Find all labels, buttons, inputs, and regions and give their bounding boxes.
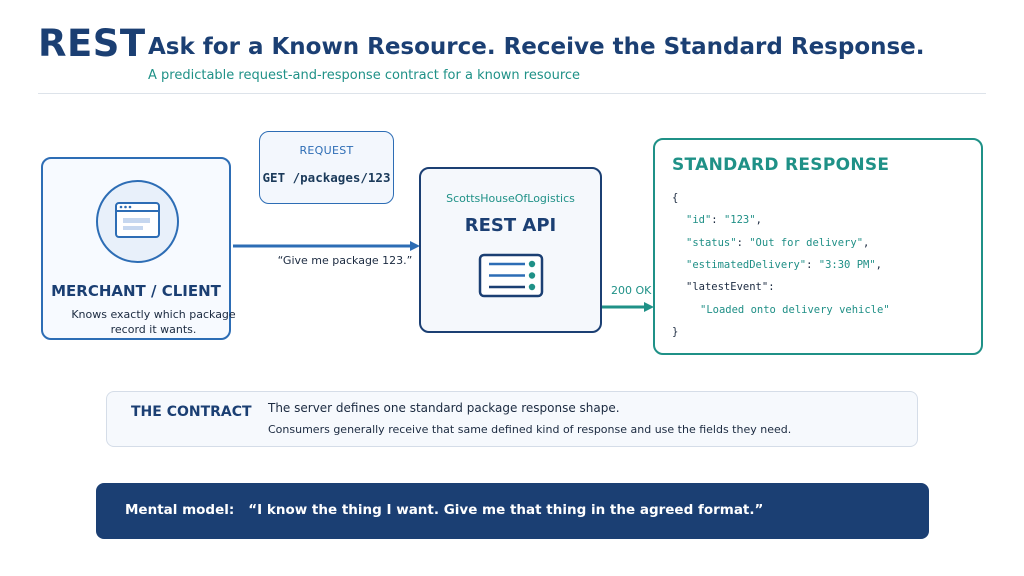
json-line: "latestEvent": [686, 281, 775, 293]
contract-panel [106, 391, 918, 447]
mental-model-banner [96, 483, 929, 539]
client-description: Knows exactly which package record it wa… [56, 307, 251, 337]
json-open-brace: { [672, 192, 679, 204]
contract-title: THE CONTRACT [131, 404, 252, 420]
request-caption: “Give me package 123.” [277, 254, 413, 267]
page-title: Ask for a Known Resource. Receive the St… [148, 34, 925, 60]
api-title: REST API [464, 215, 557, 236]
json-line: "estimatedDelivery": "3:30 PM", [686, 259, 882, 271]
client-title: MERCHANT / CLIENT [51, 282, 221, 300]
rest-api-box [419, 167, 602, 333]
json-line: "id": "123", [686, 214, 762, 226]
api-organization: ScottsHouseOfLogistics [446, 192, 575, 205]
contract-line: The server defines one standard package … [268, 401, 620, 415]
response-card [653, 138, 983, 355]
client-description-line: record it wants. [110, 323, 197, 336]
rest-heading: REST [38, 22, 146, 65]
response-title: STANDARD RESPONSE [672, 155, 890, 175]
request-path: GET /packages/123 [262, 170, 391, 185]
status-label: 200 OK [611, 284, 652, 297]
request-box [259, 131, 394, 204]
mental-model-label: Mental model: [125, 502, 235, 518]
browser-window-icon [115, 202, 160, 238]
header-divider [38, 93, 986, 94]
client-description-line: Knows exactly which package [71, 308, 236, 321]
json-line: "status": "Out for delivery", [686, 237, 870, 249]
contract-line: Consumers generally receive that same de… [268, 423, 792, 436]
json-nested-value: "Loaded onto delivery vehicle" [700, 304, 890, 316]
mental-model-quote: “I know the thing I want. Give me that t… [248, 502, 764, 518]
json-close-brace: } [672, 326, 679, 338]
server-list-icon [478, 253, 544, 298]
page-subtitle: A predictable request-and-response contr… [148, 68, 581, 83]
response-arrow [602, 302, 654, 312]
mental-model-text: Mental model: “I know the thing I want. G… [125, 502, 763, 518]
request-arrow [233, 241, 420, 251]
request-label: REQUEST [299, 144, 354, 157]
